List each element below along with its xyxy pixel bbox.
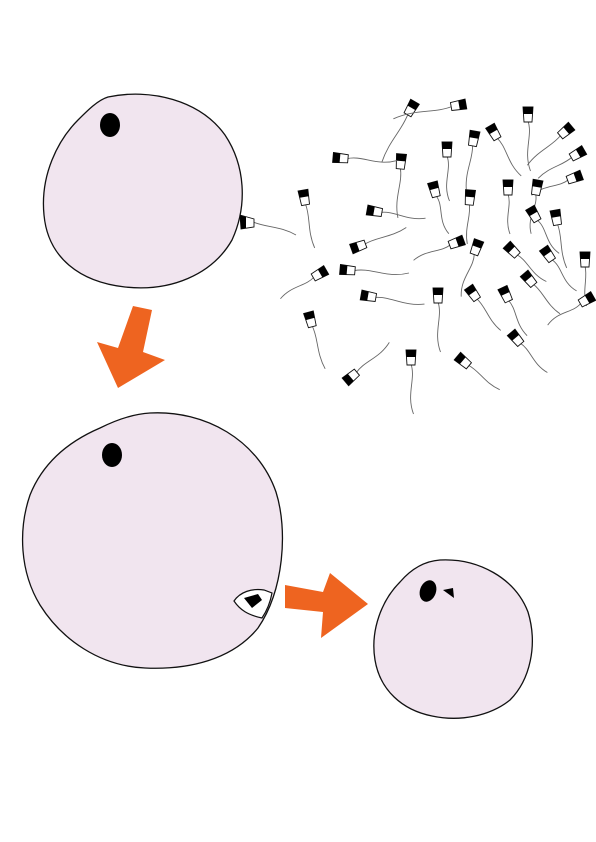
sperm-cell-icon — [525, 204, 560, 254]
egg-cell-top — [42, 93, 243, 289]
egg-cell-icon — [373, 559, 533, 719]
sperm-cell-icon — [463, 283, 502, 331]
sperm-cell-icon — [441, 141, 453, 202]
sperm-cell-icon — [485, 122, 522, 177]
nucleus-icon — [100, 113, 120, 137]
sperm-cell-icon — [365, 204, 426, 220]
arrow-down-icon — [97, 306, 165, 388]
sperm-cell-icon — [464, 189, 477, 245]
sperm-swarm — [280, 98, 596, 415]
sperm-cell-icon — [297, 188, 316, 249]
sperm-cell-icon — [519, 269, 561, 315]
sperm-cell-icon — [332, 151, 398, 164]
sperm-cell-icon — [453, 351, 500, 391]
sperm-cell-icon — [413, 234, 466, 261]
sperm-cell-icon — [465, 129, 481, 190]
sperm-cell-icon — [280, 265, 330, 300]
nucleus-icon — [102, 443, 122, 467]
sperm-cell-icon — [529, 178, 544, 234]
zygote-cell — [373, 559, 533, 719]
sperm-attached-top — [239, 214, 297, 236]
pronucleus-icon — [419, 580, 437, 602]
egg-cell-icon — [22, 412, 284, 669]
egg-cell-icon — [42, 93, 243, 289]
sperm-cell-icon — [460, 238, 485, 297]
sperm-entering — [233, 588, 273, 619]
sperm-cell-icon — [359, 289, 425, 305]
sperm-cell-icon — [538, 244, 577, 292]
sperm-cell-icon — [549, 208, 568, 269]
sperm-cell-icon — [547, 291, 596, 326]
sperm-cell-icon — [502, 179, 514, 235]
sperm-cell-icon — [522, 106, 534, 172]
sperm-cell-icon — [393, 98, 468, 120]
arrow-right-icon — [285, 573, 368, 638]
sperm-cell-icon — [432, 287, 444, 353]
sperm-cell-icon — [341, 342, 390, 387]
sperm-cell-icon — [339, 263, 410, 276]
sperm-cell-icon — [506, 328, 548, 373]
sperm-cell-icon — [531, 169, 584, 196]
pronucleus-small-icon — [443, 588, 454, 598]
sperm-cell-icon — [395, 153, 408, 219]
egg-cell-middle — [22, 412, 284, 669]
sperm-cell-icon — [497, 284, 528, 336]
sperm-cell-icon — [526, 121, 576, 166]
sperm-cell-icon — [303, 310, 326, 370]
sperm-cell-icon — [537, 145, 588, 179]
sperm-cell-icon — [502, 240, 547, 282]
sperm-cell-icon — [349, 227, 407, 255]
sperm-cell-icon — [427, 180, 450, 235]
sperm-cell-icon — [405, 349, 417, 415]
